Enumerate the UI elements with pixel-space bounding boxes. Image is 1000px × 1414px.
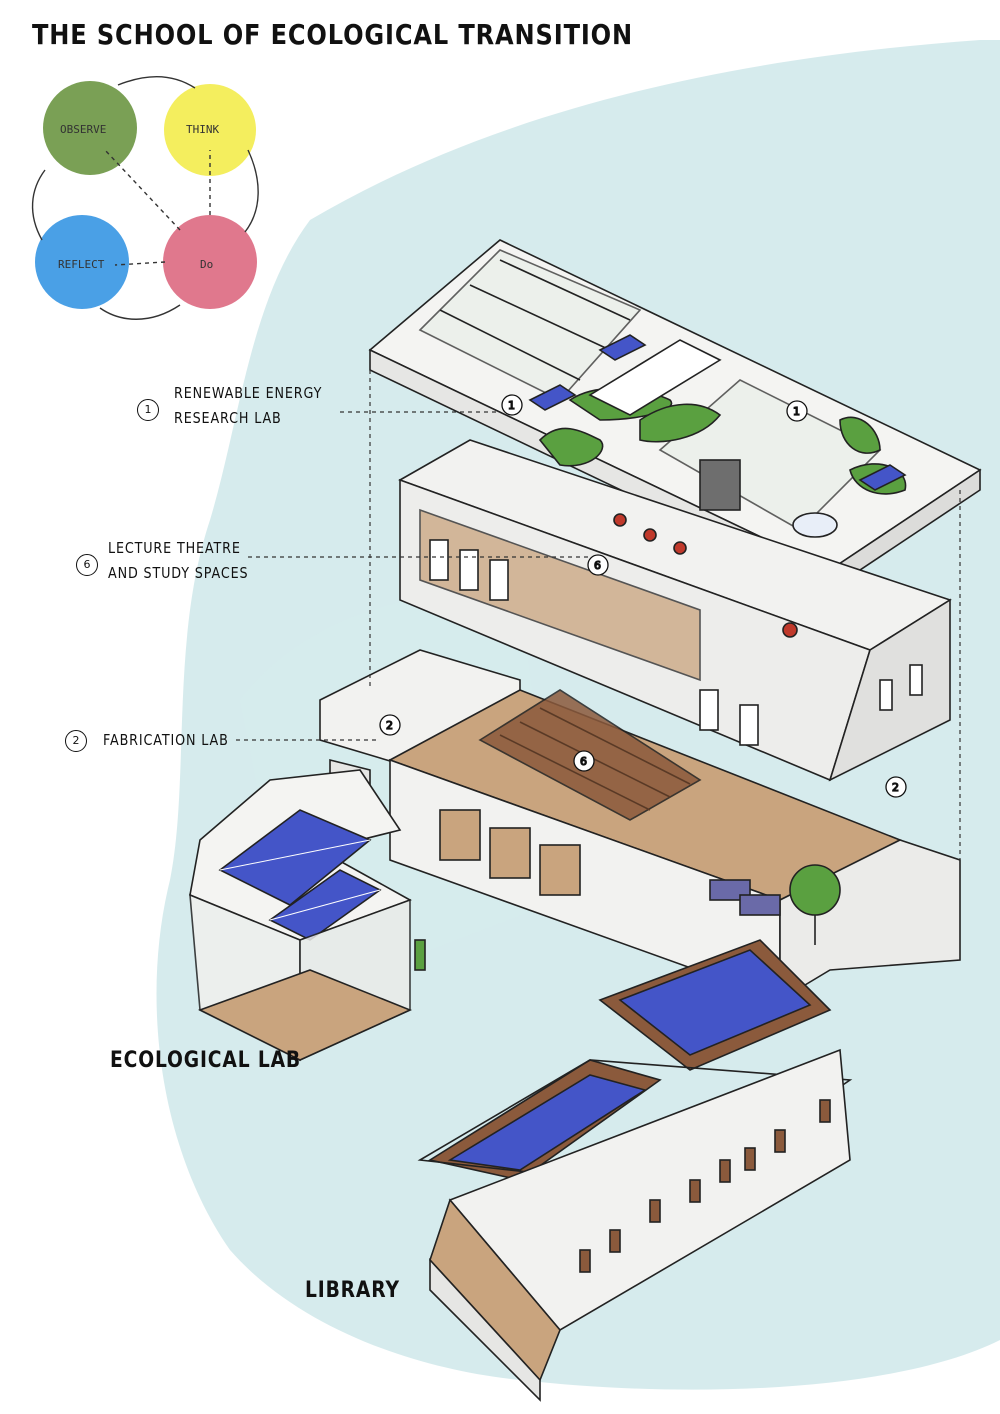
callout-fabrication-lab: FABRICATION LAB bbox=[103, 728, 229, 753]
callout-number-1: 1 bbox=[137, 399, 159, 421]
marker-6a bbox=[587, 554, 609, 576]
middle-level bbox=[398, 439, 952, 782]
callout-renewable-line2: RESEARCH LAB bbox=[174, 409, 282, 427]
learning-cycle: OBSERVE THINK Do REFLECT bbox=[31, 75, 259, 320]
reflect-circle bbox=[35, 215, 129, 309]
library-label: LIBRARY bbox=[305, 1278, 400, 1303]
reflect-label: REFLECT bbox=[58, 258, 105, 271]
marker-2a-text: 2 bbox=[386, 719, 393, 732]
page-title: THE SCHOOL OF ECOLOGICAL TRANSITION bbox=[32, 18, 634, 51]
building-markers: 1 1 6 2 6 2 bbox=[379, 394, 907, 798]
marker-2a bbox=[379, 714, 401, 736]
marker-6b-text: 6 bbox=[580, 755, 587, 768]
callout-number-2: 2 bbox=[65, 730, 87, 752]
observe-label: OBSERVE bbox=[60, 123, 106, 136]
ecological-lab bbox=[189, 769, 426, 1062]
marker-2b-text: 2 bbox=[892, 781, 899, 794]
marker-6a-text: 6 bbox=[594, 559, 601, 572]
callout-lecture-line1: LECTURE THEATRE bbox=[108, 539, 241, 557]
marker-1b-text: 1 bbox=[793, 405, 800, 418]
marker-1a-text: 1 bbox=[508, 399, 515, 412]
think-label: THINK bbox=[186, 123, 219, 136]
lower-level bbox=[319, 649, 961, 1002]
callout-renewable-line1: RENEWABLE ENERGY bbox=[174, 384, 323, 402]
do-label: Do bbox=[200, 258, 213, 271]
marker-6b bbox=[573, 750, 595, 772]
callout-renewable-energy: RENEWABLE ENERGY RESEARCH LAB bbox=[174, 381, 322, 431]
do-circle bbox=[163, 215, 257, 309]
think-circle bbox=[164, 84, 256, 176]
callout-number-6: 6 bbox=[76, 554, 98, 576]
callout-fabrication-line1: FABRICATION LAB bbox=[103, 731, 229, 749]
observe-circle bbox=[43, 81, 137, 175]
marker-2b bbox=[885, 776, 907, 798]
callout-lecture-line2: AND STUDY SPACES bbox=[108, 564, 249, 582]
callout-lecture-theatre: LECTURE THEATRE AND STUDY SPACES bbox=[108, 536, 248, 586]
marker-1b bbox=[786, 400, 808, 422]
marker-1a bbox=[501, 394, 523, 416]
library-building bbox=[417, 939, 853, 1402]
alignment-lines bbox=[236, 370, 961, 860]
ecological-lab-label: ECOLOGICAL LAB bbox=[110, 1048, 302, 1073]
